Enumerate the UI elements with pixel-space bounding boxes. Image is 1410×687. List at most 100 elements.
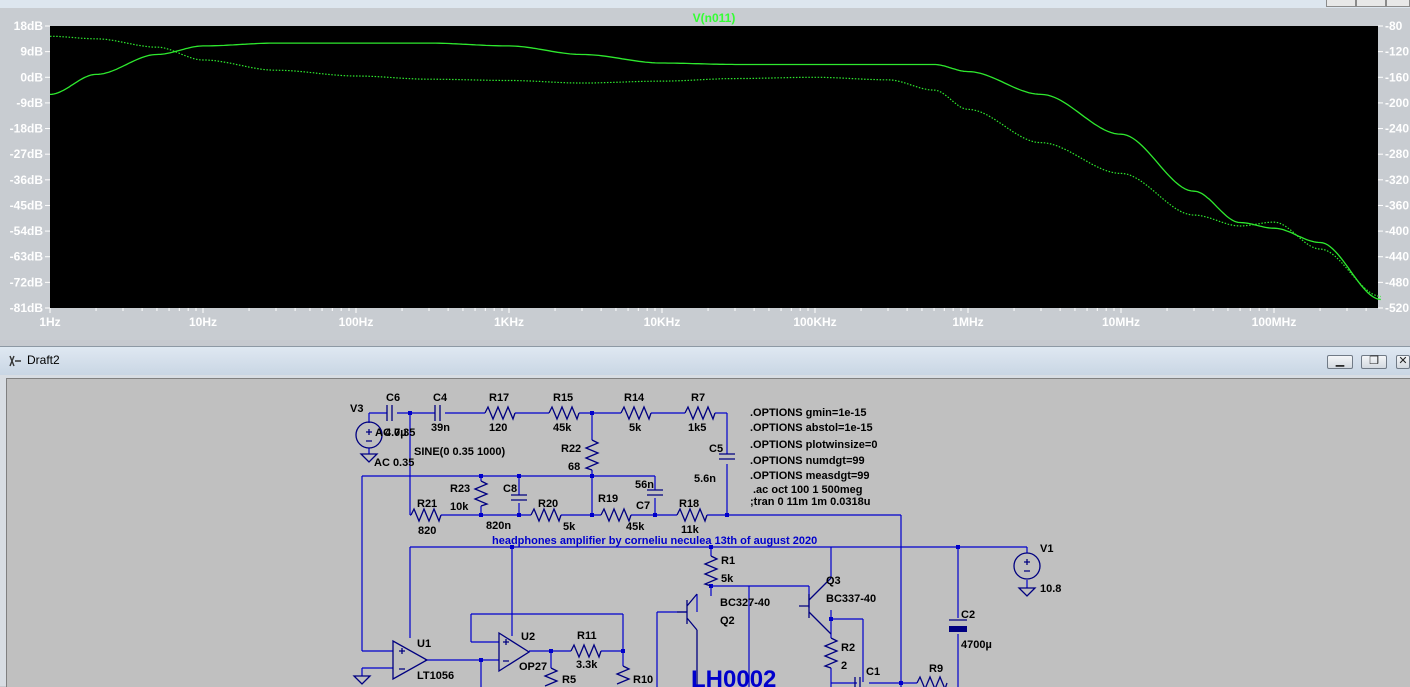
svg-text:R9: R9 xyxy=(929,663,943,675)
resistor-r20 xyxy=(530,507,562,523)
x-tick-label: 100Hz xyxy=(339,315,374,329)
svg-text:R7: R7 xyxy=(691,392,705,404)
resistor-r22 xyxy=(584,439,600,471)
svg-text:5k: 5k xyxy=(721,573,734,585)
svg-text:R14: R14 xyxy=(624,392,645,404)
left-tick-label: 18dB xyxy=(14,19,44,33)
capacitor-c5 xyxy=(719,453,735,460)
svg-text:56n: 56n xyxy=(635,479,654,491)
svg-text:820: 820 xyxy=(418,525,436,537)
svg-text:C1: C1 xyxy=(866,666,880,678)
capacitor-c7 xyxy=(647,489,663,496)
svg-text:.ac oct 100 1 500meg: .ac oct 100 1 500meg xyxy=(753,484,862,496)
resistor-r19 xyxy=(600,507,632,523)
capacitor-c8 xyxy=(511,494,527,501)
resistor-r23 xyxy=(473,480,489,507)
schematic-banner[interactable]: headphones amplifier by corneliu neculea… xyxy=(492,535,817,547)
svg-text:R17: R17 xyxy=(489,392,509,404)
waveform-plot[interactable]: V(n011) 18dB9dB0dB-9dB-18dB-27dB-36dB-45… xyxy=(0,8,1410,340)
svg-text:C8: C8 xyxy=(503,483,517,495)
close-button[interactable] xyxy=(1386,0,1410,7)
resistor-r14 xyxy=(620,405,652,421)
svg-text:OP27: OP27 xyxy=(519,661,547,673)
source-v1 xyxy=(1013,552,1041,580)
svg-text:11k: 11k xyxy=(681,524,700,536)
capacitor-c2-body[interactable] xyxy=(949,626,967,632)
components[interactable] xyxy=(352,405,1041,687)
svg-text:5.6n: 5.6n xyxy=(694,473,716,485)
svg-text:Q2: Q2 xyxy=(720,615,735,627)
svg-text:45k: 45k xyxy=(553,422,572,434)
svg-text:C4: C4 xyxy=(433,392,448,404)
ground-v3 xyxy=(359,453,379,463)
left-tick-label: -36dB xyxy=(10,173,44,187)
svg-text:BC337-40: BC337-40 xyxy=(826,593,876,605)
schematic-minimize-button[interactable]: ▁ xyxy=(1327,355,1353,369)
x-tick-label: 10KHz xyxy=(644,315,681,329)
svg-text:AC 0.35: AC 0.35 xyxy=(374,457,414,469)
x-tick-label: 1MHz xyxy=(952,315,983,329)
svg-text:4.7µ: 4.7µ xyxy=(385,427,407,439)
resistor-r15 xyxy=(548,405,580,421)
svg-text:C5: C5 xyxy=(709,443,723,455)
source-v1-polarity xyxy=(1024,559,1030,572)
left-tick-label: -9dB xyxy=(16,96,43,110)
svg-text:R2: R2 xyxy=(841,642,855,654)
source-v3 xyxy=(355,421,383,449)
svg-text:AC 0.35: AC 0.35 xyxy=(375,427,415,439)
right-tick-label: -80 xyxy=(1385,19,1403,33)
schematic-window: Draft2 ▁ ❐ ✕ xyxy=(0,346,1410,687)
svg-text:.OPTIONS measdgt=99: .OPTIONS measdgt=99 xyxy=(750,470,870,482)
resistor-r9 xyxy=(916,675,948,687)
schematic-titlebar: Draft2 ▁ ❐ ✕ xyxy=(0,347,1410,375)
ground-v1 xyxy=(1017,587,1037,597)
svg-text:R23: R23 xyxy=(450,483,470,495)
svg-text:5k: 5k xyxy=(629,422,642,434)
resistor-r18 xyxy=(676,507,708,523)
svg-text:SINE(0 0.35 1000): SINE(0 0.35 1000) xyxy=(414,446,505,458)
phase-trace[interactable] xyxy=(50,35,1381,298)
left-tick-label: 9dB xyxy=(20,45,43,59)
schematic-restore-button[interactable]: ❐ xyxy=(1361,355,1387,369)
svg-text:R1: R1 xyxy=(721,555,735,567)
resistor-r11 xyxy=(570,643,602,659)
schematic-close-button[interactable]: ✕ xyxy=(1396,355,1410,369)
left-tick-label: -45dB xyxy=(10,198,44,212)
plot-area[interactable] xyxy=(50,26,1378,308)
left-tick-label: 0dB xyxy=(20,70,43,84)
svg-text:4700µ: 4700µ xyxy=(961,639,992,651)
magnitude-trace[interactable] xyxy=(49,42,1381,301)
svg-text:820n: 820n xyxy=(486,520,511,532)
transistor-q2 xyxy=(677,593,698,687)
capacitor-c1 xyxy=(854,677,861,687)
svg-text:5k: 5k xyxy=(563,521,576,533)
svg-text:R15: R15 xyxy=(553,392,573,404)
svg-text:V1: V1 xyxy=(1040,543,1053,555)
svg-text:;tran 0 11m 1m 0.0318u: ;tran 0 11m 1m 0.0318u xyxy=(750,496,870,508)
svg-text:3.3k: 3.3k xyxy=(576,659,598,671)
x-tick-label: 10Hz xyxy=(189,315,217,329)
svg-text:.OPTIONS numdgt=99: .OPTIONS numdgt=99 xyxy=(750,455,865,467)
svg-text:.OPTIONS plotwinsize=0: .OPTIONS plotwinsize=0 xyxy=(750,439,877,451)
left-tick-label: -81dB xyxy=(10,301,44,315)
right-tick-label: -440 xyxy=(1385,250,1409,264)
svg-text:39n: 39n xyxy=(431,422,450,434)
svg-text:2: 2 xyxy=(841,660,847,672)
svg-text:10k: 10k xyxy=(450,501,469,513)
right-tick-label: -120 xyxy=(1385,45,1409,59)
schematic-canvas[interactable]: V3 AC 0.35 4.7µ AC 0.35 C6 C4 39n R17 12… xyxy=(6,378,1410,687)
svg-text:R10: R10 xyxy=(633,674,653,686)
opamp-u1-pins xyxy=(399,648,405,670)
minimize-button[interactable] xyxy=(1326,0,1356,7)
resistor-r1 xyxy=(703,555,719,587)
maximize-button[interactable] xyxy=(1356,0,1386,7)
right-tick-label: -520 xyxy=(1385,301,1409,315)
svg-text:45k: 45k xyxy=(626,521,645,533)
trace-title[interactable]: V(n011) xyxy=(693,11,736,25)
svg-text:C6: C6 xyxy=(386,392,400,404)
resistor-r7 xyxy=(684,405,716,421)
spice-directives[interactable]: .OPTIONS gmin=1e-15 .OPTIONS abstol=1e-1… xyxy=(750,407,877,508)
big-label[interactable]: LH0002 xyxy=(691,666,776,687)
resistor-r2 xyxy=(823,637,839,669)
